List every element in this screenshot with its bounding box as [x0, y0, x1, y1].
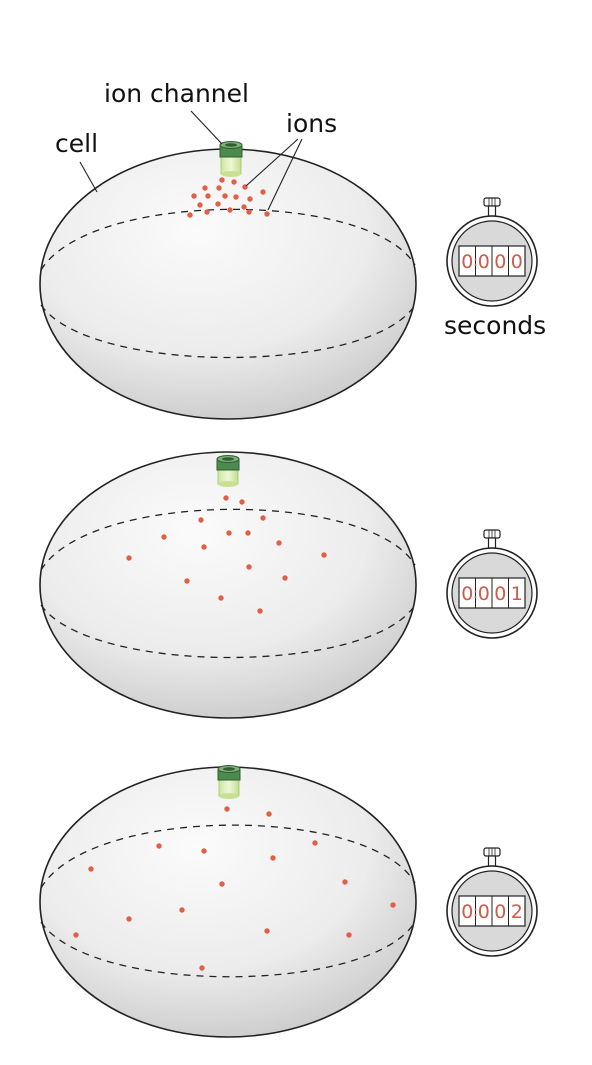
equator-upper-3: [40, 824, 416, 889]
cell-label: cell: [55, 129, 98, 158]
callout-lines: [79, 110, 303, 211]
timer-3-digit-3: 0: [494, 901, 506, 923]
timer-2-digit-1: 0: [461, 583, 473, 605]
ion-channel-3: [217, 765, 241, 799]
equator-lower-2: [40, 604, 416, 659]
equator-upper-2: [40, 508, 416, 571]
equator-lower-1: [40, 304, 416, 359]
ion-channel-2: [216, 455, 240, 487]
timer-3-digit-1: 0: [461, 901, 473, 923]
seconds-label: seconds: [444, 311, 546, 340]
timer-1-digit-3: 0: [494, 251, 506, 273]
cell-1: [39, 148, 417, 420]
ions-2: [126, 495, 327, 614]
timer-3-colon: :: [473, 904, 478, 920]
timer-2-colon: :: [473, 586, 478, 602]
timer-3-digit-2: 0: [478, 901, 490, 923]
ion-channel-label: ion channel: [104, 79, 249, 108]
timer-2-digit-4: 1: [511, 583, 523, 605]
panel-2: 0 0 0 1 :: [39, 451, 538, 719]
panel-1: ion channel ions cell 0 0 0: [39, 79, 546, 420]
ions-label: ions: [286, 109, 337, 138]
ion-channel-1: [219, 141, 243, 177]
stopwatch-1: 0 0 0 0 :: [446, 197, 538, 307]
stopwatch-3: 0 0 0 2 :: [446, 847, 538, 957]
timer-1-colon: :: [473, 254, 478, 270]
timer-1-digit-2: 0: [478, 251, 490, 273]
panel-3: 0 0 0 2 :: [39, 765, 538, 1038]
cell-2: [39, 451, 417, 719]
equator-upper-1: [40, 208, 416, 271]
timer-1-digit-1: 0: [461, 251, 473, 273]
equator-lower-3: [40, 921, 416, 978]
timer-2-digit-2: 0: [478, 583, 490, 605]
timer-3-digit-4: 2: [511, 901, 523, 923]
stopwatch-2: 0 0 0 1 :: [446, 529, 538, 639]
ions-3: [73, 806, 396, 971]
timer-1-digit-4: 0: [511, 251, 523, 273]
timer-2-digit-3: 0: [494, 583, 506, 605]
